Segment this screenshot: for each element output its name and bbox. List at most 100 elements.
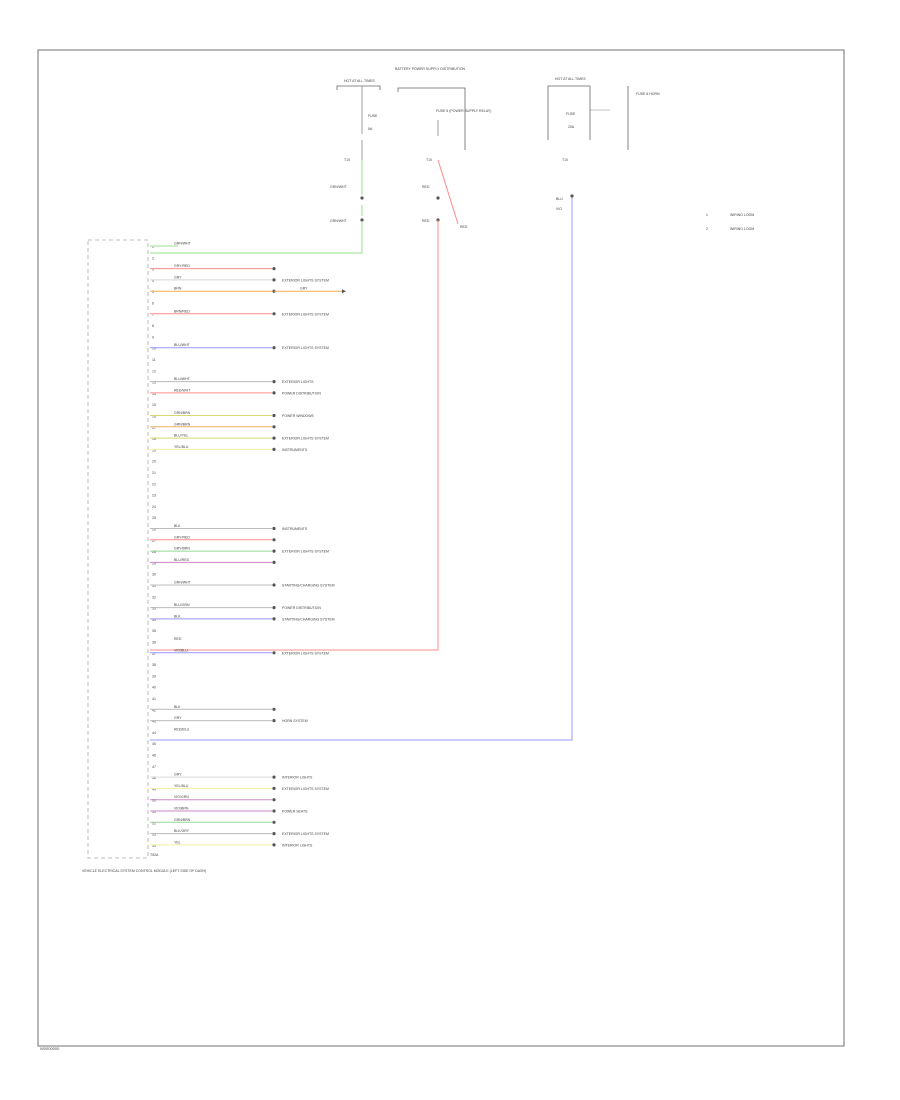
pin-wire-label: BLK [174,614,181,618]
battery-feed-right: HOT AT ALL TIMES FUSE 6 HORN FUSE 20A T1… [547,77,660,211]
wire-label-left-bottom: GRN/WHT [330,219,348,223]
pin-number: 5 [152,290,154,294]
pin-wire-label: BLK [174,524,181,528]
pin-destination: EXTERIOR LIGHTS SYSTEM [282,832,329,836]
pin-connector [272,560,276,565]
pin-number: 18 [152,437,156,441]
pin-number: 33 [152,607,156,611]
svg-text:T10: T10 [344,158,350,162]
pin-number: 16 [152,415,156,419]
pin-number: 29 [152,561,156,565]
pin-wire-label: GRN/WHT [174,242,192,246]
pin-wire-label: GRY [174,275,182,279]
pin-destination: EXTERIOR LIGHTS SYSTEM [282,550,329,554]
wire-label-mid-branch: RED [460,225,468,229]
pin-wire-label: YEL/BLU [174,445,189,449]
svg-text:FUSE: FUSE [368,114,378,118]
pin-number: 20 [152,460,156,464]
pin-number: 27 [152,539,156,543]
pin-row: 38 [152,663,156,667]
legend-num-2: 2 [706,227,708,231]
pin-number: 37 [152,652,156,656]
pin-destination: POWER DISTRIBUTION [282,391,321,395]
pin-number: 13 [152,381,156,385]
pin-connector [272,447,276,451]
pin-number: 26 [152,528,156,532]
pin-wire-label: GRY [174,773,182,777]
pin-row: 1 GRN/WHT [150,242,192,249]
pin-destination: STARTING/CHARGING SYSTEM [282,584,335,588]
trunk-green [150,221,363,254]
pin-connector [272,820,276,824]
pin-row: 15 [152,403,156,407]
pin-number: 45 [152,742,156,746]
pin-wire-label: GRY/BRN [174,547,190,551]
pin-number: 36 [152,641,156,645]
pin-number: 32 [152,595,156,599]
pin-row: 39 [152,674,156,678]
pin-wire-label: BRN/RED [174,309,190,313]
pin-row: 35 [152,629,156,633]
pin-row: 23 [152,494,156,498]
connector-label: T52A [150,853,159,857]
page-code: W0000000 [40,1046,60,1051]
pin-wire-label: BRN [174,287,182,291]
pin-wire-label: GRN/WHT [174,581,192,585]
pin-connector [272,312,276,316]
trunk-wires [150,198,573,741]
pin-wire-label: RED [174,637,182,641]
pin-destination: POWER DISTRIBUTION [282,606,321,610]
pin-row: 46 [152,754,156,758]
pin-number: 25 [152,516,156,520]
pin-connector [272,809,276,813]
pin-row: 8 [152,324,154,328]
pin-wire-label: YEL [174,840,181,844]
pin-destination: HORN SYSTEM [282,719,308,723]
pin-number: 40 [152,686,156,690]
control-module: T52A VEHICLE ELECTRICAL SYSTEM CONTROL M… [82,239,206,873]
pin-connector [272,832,276,836]
fuse-right-label: FUSE 6 HORN [636,92,660,96]
svg-text:T10: T10 [562,158,568,162]
pin-number: 48 [152,776,156,780]
pin-destination: POWER WINDOWS [282,414,315,418]
pin-row: 20 [152,460,156,464]
pin-number: 39 [152,674,156,678]
pin-connector [272,413,276,418]
bat-left-label: HOT AT ALL TIMES [344,79,375,83]
pin-number: 43 [152,720,156,724]
module-label: VEHICLE ELECTRICAL SYSTEM CONTROL MODULE… [82,869,206,873]
pin-row: 32 [152,595,156,599]
pin-connector [272,346,276,350]
pin-number: 42 [152,708,156,712]
pin-wire-label: VIO/GRN [174,795,189,799]
pin-row: 9 [152,335,154,339]
pin-connector [272,538,276,542]
pin-destination: INTERIOR LIGHTS [282,843,313,847]
pin-row: 24 [152,505,156,509]
pin-number: 23 [152,494,156,498]
pin-number: 24 [152,505,156,509]
wire-label-right-top: BLU [556,197,563,201]
pin-connector [272,278,276,282]
pin-number: 1 [152,245,154,249]
pin-destination: INSTRUMENTS [282,527,308,531]
pin-number: 19 [152,448,156,452]
wire-label-right-bottom: VIO [556,207,562,211]
